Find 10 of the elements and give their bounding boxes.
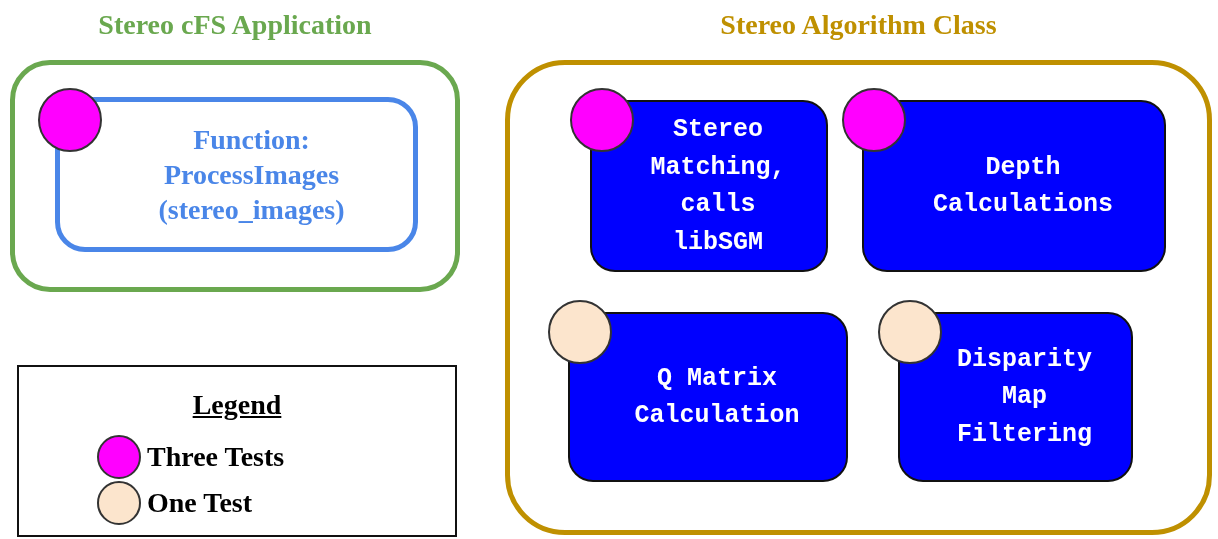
process-label: Depth Calculations	[932, 151, 1114, 221]
group-heading: Stereo Algorithm Class	[719, 8, 998, 42]
legend-label: One Test	[147, 487, 253, 519]
legend-title: Legend	[191, 389, 283, 421]
legend-label: Three Tests	[147, 441, 285, 473]
function-label: Function: ProcessImages (stereo_images)	[157, 123, 346, 227]
group-heading: Stereo cFS Application	[97, 8, 373, 42]
process-label: Stereo Matching, calls libSGM	[649, 114, 787, 259]
process-label: Disparity Map Filtering	[956, 343, 1093, 451]
process-label: Q Matrix Calculation	[633, 362, 801, 432]
